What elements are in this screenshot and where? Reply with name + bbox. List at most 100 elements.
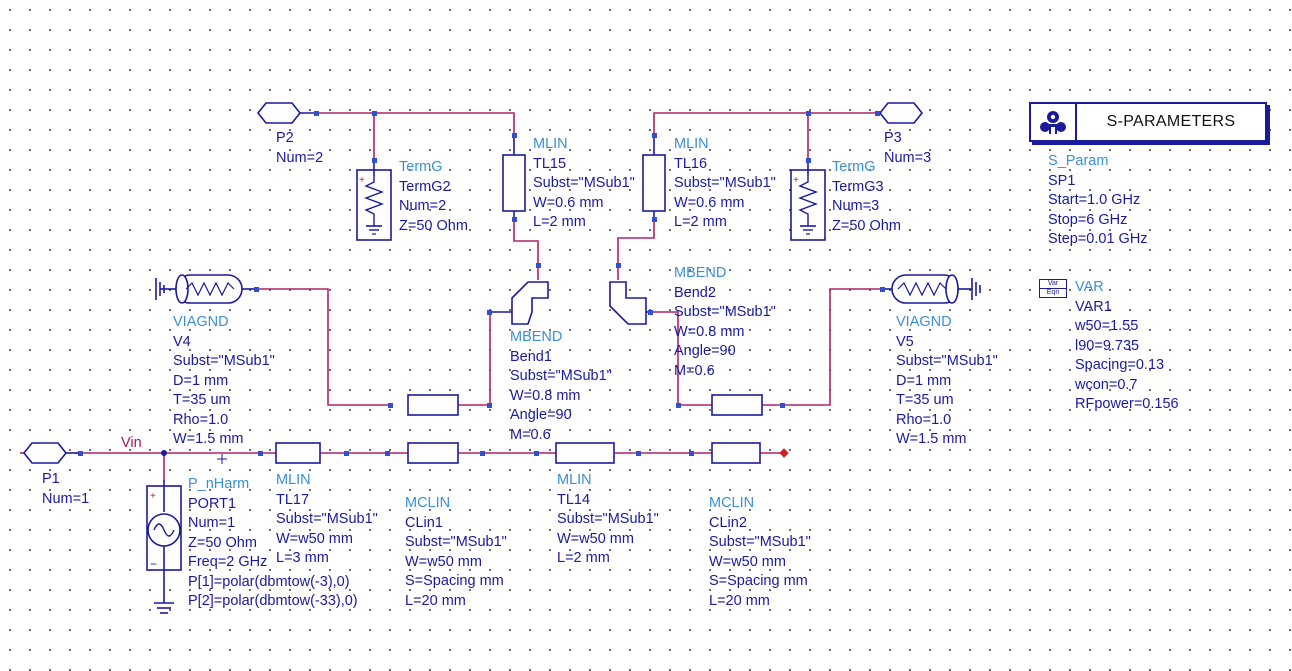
s-parameters-block[interactable]: S-PARAMETERS <box>1029 102 1267 142</box>
bend2-param-line: Angle=90 <box>674 343 736 359</box>
v4-symbol[interactable] <box>155 274 256 304</box>
clin1-param-line: S=Spacing mm <box>405 573 504 589</box>
var1-param-line: VAR1 <box>1075 298 1112 315</box>
var1-kind: VAR <box>1075 279 1104 295</box>
v5-param-line: V5 <box>896 333 914 350</box>
bend1-kind: MBEND <box>510 329 563 345</box>
bend1-param-line: Subst="MSub1" <box>510 368 612 384</box>
termg3-param-line: Z=50 Ohm <box>832 217 901 234</box>
tl16-kind: MLIN <box>674 136 709 152</box>
node-junction <box>161 450 167 456</box>
svg-text:−: − <box>150 557 157 571</box>
svg-text:+: + <box>150 491 156 502</box>
tl17-param-line: TL17 <box>276 491 310 508</box>
var-eqn-icon[interactable]: Var Eqn <box>1039 279 1067 298</box>
tl14-kind: MLIN <box>557 472 592 488</box>
clin2-param-line: L=20 mm <box>709 592 770 609</box>
sp1-param-line: SP1 <box>1048 172 1076 189</box>
bend1-param-line: Angle=90 <box>510 407 572 423</box>
wires <box>20 112 884 480</box>
port-p1-symbol[interactable] <box>22 442 68 464</box>
tl14-param-line: TL14 <box>557 491 591 508</box>
bend1-symbol[interactable] <box>490 281 549 325</box>
clin1-param-line: Subst="MSub1" <box>405 534 507 550</box>
v4-param-line: Subst="MSub1" <box>173 353 275 369</box>
sp1-kind: S_Param <box>1048 153 1109 169</box>
tl15-param-line: L=2 mm <box>533 214 586 230</box>
svg-text:+: + <box>793 175 799 186</box>
clin2-kind: MCLIN <box>709 495 755 511</box>
tl14-param-line: L=2 mm <box>557 550 610 566</box>
bend2-param-line: W=0.8 mm <box>674 323 745 340</box>
termg2-param-line: Num=2 <box>399 198 447 214</box>
v4-param-line: W=1.5 mm <box>173 431 244 447</box>
v4-param-line: Rho=1.0 <box>173 411 229 428</box>
tl15-kind: MLIN <box>533 136 568 152</box>
v5-symbol[interactable] <box>884 274 981 304</box>
s-param-icon <box>1031 104 1077 140</box>
termg2-param-line: TermG2 <box>399 178 451 195</box>
bend2-param-line: M=0.6 <box>674 362 715 379</box>
pins <box>78 111 885 456</box>
port1-param-line: Freq=2 GHz <box>188 554 268 570</box>
v5-param-line: W=1.5 mm <box>896 431 967 447</box>
termg2-param-line: Z=50 Ohm <box>399 217 468 234</box>
port-p2-symbol[interactable] <box>256 102 302 124</box>
bend1-param-line: Bend1 <box>510 348 552 365</box>
var1-param-line: w50=1.55 <box>1075 318 1139 334</box>
var1-param-line: RFpower=0.156 <box>1075 396 1179 412</box>
open-end-marker <box>779 448 789 458</box>
tl17-kind: MLIN <box>276 472 311 488</box>
tl17-param-line: L=3 mm <box>276 550 329 566</box>
clin1-param-line: W=w50 mm <box>405 553 482 570</box>
lower-mid-line-right[interactable] <box>711 394 763 416</box>
termg3-param-line: TermG3 <box>832 178 884 195</box>
v5-param-line: Rho=1.0 <box>896 411 952 428</box>
termg3-symbol[interactable]: + <box>790 160 826 241</box>
clin2-param-line: S=Spacing mm <box>709 573 808 589</box>
sp1-param-line: Start=1.0 GHz <box>1048 192 1141 208</box>
tl16-symbol[interactable] <box>642 154 666 212</box>
tl15-symbol[interactable] <box>502 154 526 212</box>
v4-kind: VIAGND <box>173 314 229 330</box>
tl17-param-line: W=w50 mm <box>276 530 353 547</box>
tl15-param-line: W=0.6 mm <box>533 194 604 211</box>
lower-mid-line-left[interactable] <box>407 394 459 416</box>
var1-param-line: wcon=0.7 <box>1075 376 1138 393</box>
svg-text:+: + <box>359 175 365 186</box>
tl16-param-line: TL16 <box>674 155 708 172</box>
clin1-symbol[interactable] <box>407 442 459 464</box>
tl14-param-line: W=w50 mm <box>557 530 634 547</box>
tl16-param-line: L=2 mm <box>674 214 727 230</box>
port1-source-symbol[interactable]: + − <box>146 480 182 618</box>
bend1-param-line: W=0.8 mm <box>510 387 581 404</box>
s-parameters-title: S-PARAMETERS <box>1106 113 1236 130</box>
cursor-cross <box>217 454 227 464</box>
bend2-symbol[interactable] <box>609 281 652 325</box>
clin2-symbol[interactable] <box>711 442 761 464</box>
clin1-param-line: L=20 mm <box>405 592 466 609</box>
tl15-param-line: Subst="MSub1" <box>533 175 635 191</box>
tl14-symbol[interactable] <box>555 442 615 464</box>
port-p3-symbol[interactable] <box>878 102 924 124</box>
tl17-symbol[interactable] <box>275 442 321 464</box>
v4-param-line: T=35 um <box>173 392 231 408</box>
bend1-param-line: M=0.6 <box>510 426 551 443</box>
sp1-param-line: Stop=6 GHz <box>1048 211 1128 228</box>
termg2-symbol[interactable]: + <box>356 160 392 241</box>
port1-kind: P_nHarm <box>188 476 250 492</box>
port1-param-line: Num=1 <box>188 515 236 531</box>
termg3-kind: TermG <box>832 159 876 175</box>
